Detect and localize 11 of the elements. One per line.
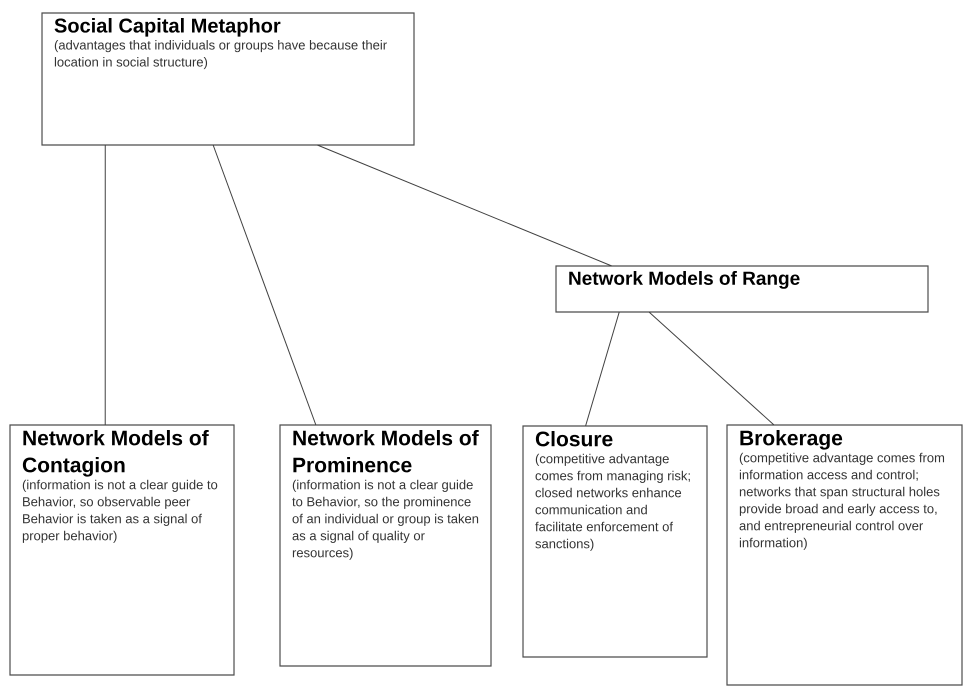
connector-line: [212, 144, 316, 426]
model-box: Closure (competitive advantage comes from managing risk; closed networks enhance communication and facilitate enforcement of sanctions): [522, 425, 708, 658]
model-box: Network Models of Contagion (information is not a clear guide to Behavior, so observable peer Behavior is taken as a signal of proper behavior): [9, 424, 235, 676]
concept-box: Social Capital Metaphor (advantages that individuals or groups have because their location in social structure): [41, 12, 415, 146]
concept-box: Network Models of Range: [555, 265, 929, 313]
model-box: Brokerage (competitive advantage comes from information access and control; networks that span structural holes provide broad and early access to, and entrepreneurial control over information): [726, 424, 963, 686]
connector-line: [648, 312, 774, 426]
connector-line: [585, 312, 620, 426]
connector-line: [104, 144, 106, 426]
model-box: Network Models of Prominence (information is not a clear guide to Behavior, so the prominence of an individual or group is taken as a signal of quality or resources): [279, 424, 492, 667]
connector-line: [316, 144, 612, 266]
